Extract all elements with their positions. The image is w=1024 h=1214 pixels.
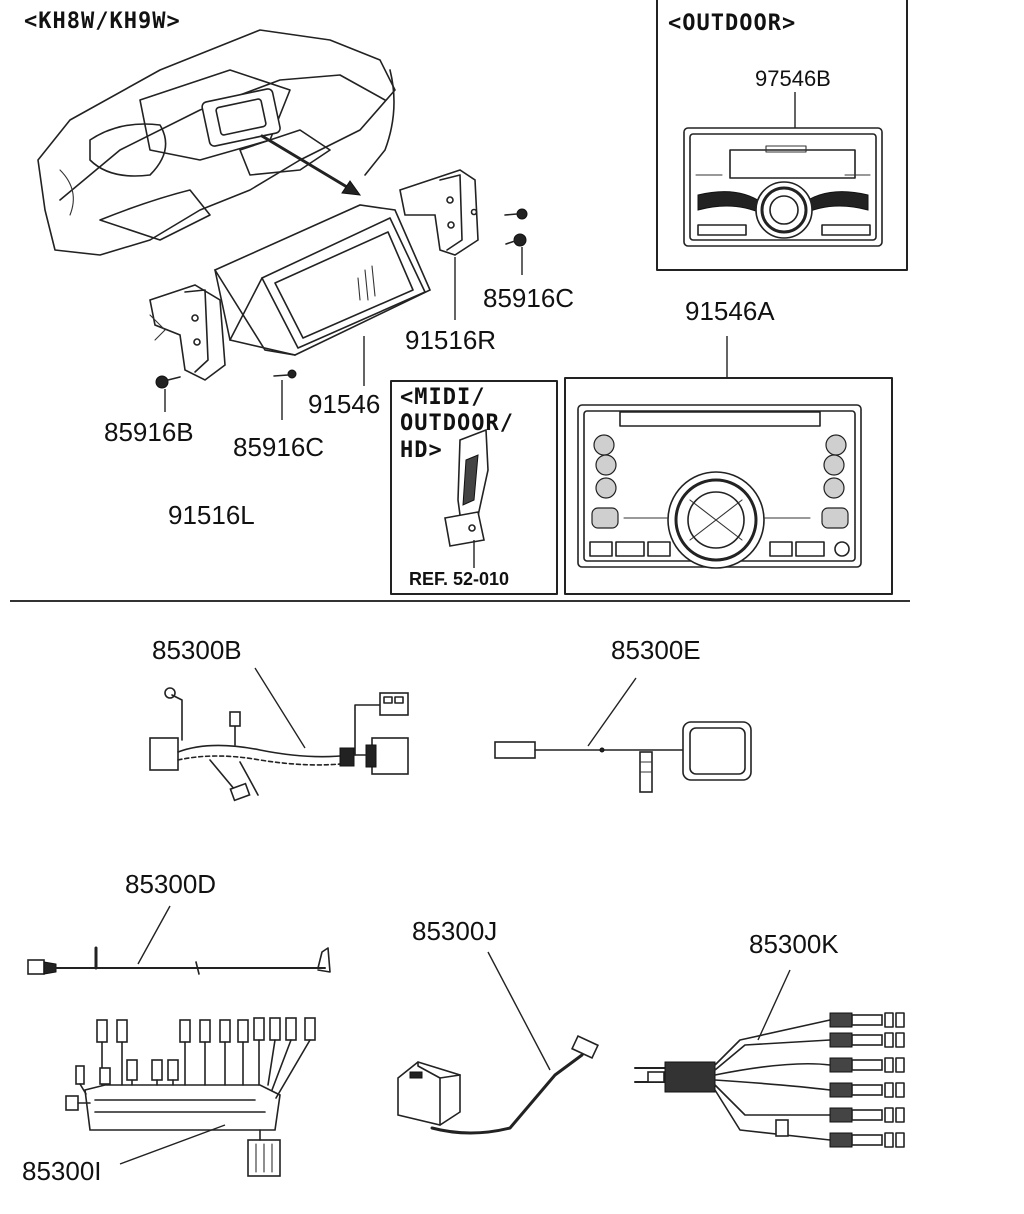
head-unit-main	[213, 204, 432, 356]
header-midi-line3: HD>	[400, 438, 443, 463]
part-85916C-top: 85916C	[483, 283, 574, 313]
midi-box	[390, 380, 558, 595]
part-91546A: 91546A	[685, 296, 775, 326]
part-97546B: 97546B	[755, 66, 831, 91]
part-85300K: 85300K	[749, 929, 839, 959]
harness-85300K	[634, 1012, 905, 1148]
part-91516R: 91516R	[405, 325, 496, 355]
header-midi-line2: OUTDOOR/	[400, 411, 514, 436]
module-85300J	[397, 1034, 599, 1135]
head-unit-91546A	[577, 404, 862, 569]
header-midi-line1: <MIDI/	[400, 385, 485, 410]
part-85300B: 85300B	[152, 635, 242, 665]
header-kh8w-kh9w: <KH8W/KH9W>	[24, 9, 181, 34]
rca-plugs-85300K	[829, 1012, 905, 1148]
part-85300E: 85300E	[611, 635, 701, 665]
dashboard-illustration	[37, 29, 396, 256]
bracket-right	[399, 169, 479, 256]
header-outdoor: <OUTDOOR>	[668, 11, 796, 36]
outdoor-head-unit	[683, 127, 883, 247]
cable-85300D	[27, 946, 331, 975]
part-85916C-bottom: 85916C	[233, 432, 324, 462]
bracket-left	[149, 284, 226, 381]
part-85916B: 85916B	[104, 417, 194, 447]
outdoor-box	[656, 0, 908, 271]
right-button-column	[821, 434, 849, 529]
antenna-85300E	[494, 721, 752, 793]
harness-85300I	[65, 1017, 316, 1177]
reference-label: REF. 52-010	[409, 569, 509, 589]
part-91546: 91546	[308, 389, 380, 419]
part-85300J: 85300J	[412, 916, 497, 946]
screws	[155, 208, 528, 389]
unit-91546A-box	[564, 377, 893, 595]
part-91516L: 91516L	[168, 500, 255, 530]
left-button-column	[591, 434, 619, 529]
part-85300I: 85300I	[22, 1156, 102, 1186]
harness-85300B	[149, 687, 409, 802]
rca-plugs-85300I	[75, 1017, 316, 1099]
midi-bracket	[444, 428, 489, 568]
part-85300D: 85300D	[125, 869, 216, 899]
